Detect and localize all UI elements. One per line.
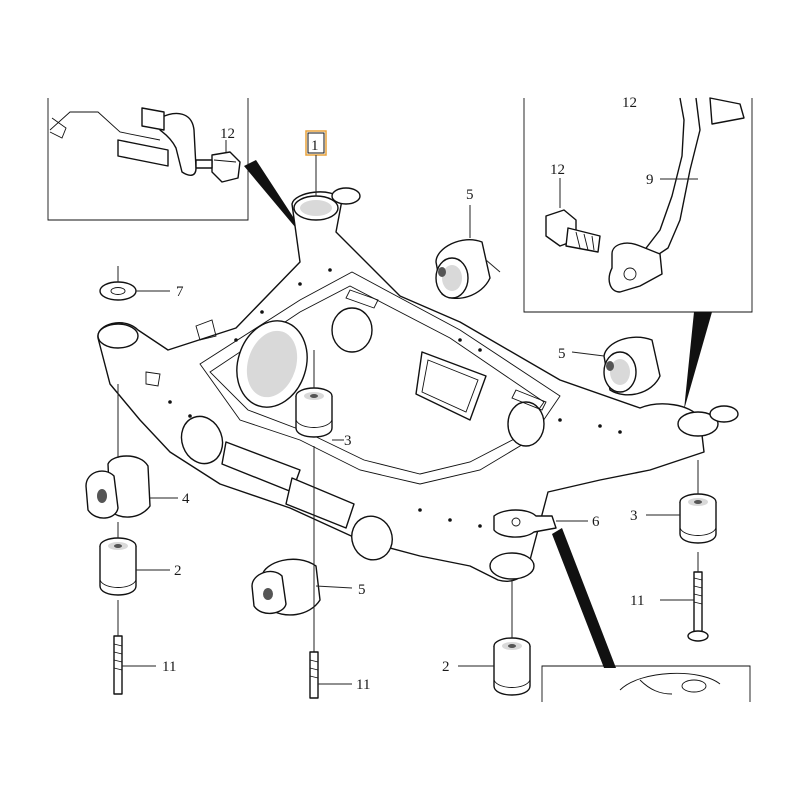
hose-fitting bbox=[159, 112, 197, 176]
subframe-window bbox=[415, 351, 487, 421]
subframe-hole-right bbox=[507, 401, 545, 447]
bracket-6 bbox=[493, 509, 557, 538]
rail-slot-2 bbox=[285, 477, 355, 529]
part-7-washer bbox=[99, 266, 137, 301]
callout-7: 7 bbox=[176, 284, 184, 300]
rail-hole-2 bbox=[351, 515, 393, 561]
part-2-bushing-right bbox=[493, 637, 531, 696]
rail-hole-1 bbox=[180, 415, 224, 465]
subframe-outline bbox=[97, 191, 705, 582]
callout-2-right: 2 bbox=[442, 659, 450, 675]
part-11-bolt-right bbox=[687, 571, 709, 642]
inset-pointer-bottom bbox=[552, 528, 616, 668]
callout-11-mid: 11 bbox=[356, 677, 370, 693]
bolt-12-inset-right bbox=[545, 209, 601, 253]
line-clip bbox=[709, 97, 745, 125]
inset-top-left bbox=[47, 98, 249, 221]
hose-segment bbox=[117, 139, 169, 167]
callout-6: 6 bbox=[592, 514, 600, 530]
callout-12-inset-left: 12 bbox=[220, 126, 235, 142]
part-3-bushing-right bbox=[679, 493, 717, 544]
callout-5-right: 5 bbox=[558, 346, 566, 362]
callout-4: 4 bbox=[182, 491, 190, 507]
callout-12-inset-right: 12 bbox=[550, 162, 565, 178]
inset-top-right bbox=[523, 97, 753, 313]
callout-5-upper: 5 bbox=[466, 187, 474, 203]
inset-pointer-right bbox=[684, 312, 712, 410]
mount-tube-front-right bbox=[677, 411, 719, 437]
mount-tab bbox=[608, 242, 663, 293]
part-11-bolt-left bbox=[113, 635, 123, 695]
callout-11-left: 11 bbox=[162, 659, 176, 675]
callout-1: 1 bbox=[311, 138, 319, 154]
rear-subframe bbox=[97, 187, 739, 582]
mount-tube-rear-right bbox=[489, 552, 535, 580]
subframe-hole-mid bbox=[331, 307, 373, 353]
part-5-bushing-right bbox=[603, 336, 661, 396]
bracket bbox=[141, 107, 165, 131]
inset-bottom-right bbox=[541, 665, 751, 702]
bolt-12-inset-left bbox=[195, 151, 241, 183]
callout-3-right: 3 bbox=[630, 508, 638, 524]
callout-2-left: 2 bbox=[174, 563, 182, 579]
callout-3-left: 3 bbox=[344, 433, 352, 449]
part-4-bushing bbox=[85, 455, 151, 519]
callout-9: 9 bbox=[646, 172, 654, 188]
callout-11-right: 11 bbox=[630, 593, 644, 609]
callout-5-lower: 5 bbox=[358, 582, 366, 598]
mount-tube-rear-left bbox=[97, 323, 139, 349]
part-11-bolt-mid bbox=[309, 651, 319, 699]
callout-12-inset-right-top: 12 bbox=[622, 95, 637, 111]
part-5-bushing-lower bbox=[251, 558, 321, 616]
part-2-bushing-left bbox=[99, 537, 137, 596]
part-3-bushing-left bbox=[295, 387, 333, 438]
part-5-bushing-upper bbox=[435, 238, 491, 299]
